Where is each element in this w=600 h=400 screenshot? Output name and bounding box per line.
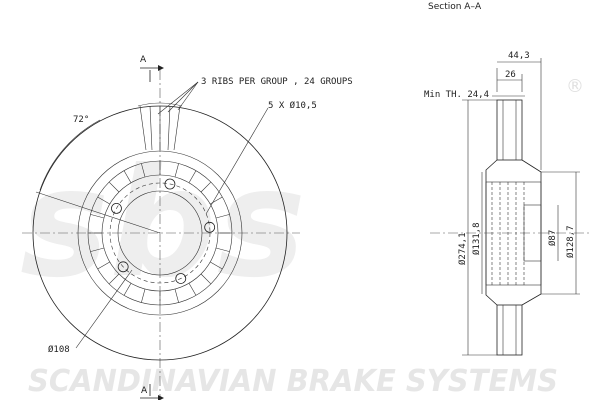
bolt-circle-label: Ø108 <box>48 344 70 355</box>
bolt-hole <box>204 221 216 233</box>
hat-rib <box>210 261 223 270</box>
hat-rib <box>215 214 230 219</box>
hat-rib <box>97 196 110 205</box>
vent-ribs-cutaway <box>139 105 181 151</box>
holes-leader <box>205 107 269 215</box>
min-thickness: Min TH. 24,4 <box>424 90 489 100</box>
hat-rib <box>215 247 230 252</box>
hat-rib <box>174 288 179 303</box>
bolt-hole <box>111 203 122 214</box>
angle-label: 72° <box>73 115 89 125</box>
bolt-circle <box>109 182 211 284</box>
outer-diameter: Ø274,1 <box>457 232 468 265</box>
angle-arc <box>39 119 101 191</box>
hat-rib <box>200 181 212 193</box>
section-arrowhead-top <box>158 65 164 71</box>
hat-rib <box>141 288 146 303</box>
friction-ring-upper <box>496 99 523 161</box>
ribs-note: 3 RIBS PER GROUP , 24 GROUPS <box>201 77 353 87</box>
front-view: A A 72° 3 RIBS PER GROUP , 24 GROUPS 5 X… <box>22 55 353 400</box>
hub-bore-diameter: Ø131,8 <box>471 222 482 255</box>
hat-rib <box>188 170 197 183</box>
hat-rib <box>141 163 146 178</box>
hat-rib <box>123 283 132 296</box>
ribs-leader-1 <box>177 81 199 111</box>
ribs-leader-2 <box>167 81 199 113</box>
holes-note: 5 X Ø10,5 <box>268 100 317 111</box>
hat-rib <box>174 163 179 178</box>
section-arrowhead-bottom <box>158 395 164 400</box>
bolt-circle-leader <box>75 269 133 349</box>
section-marker-top: A <box>140 55 147 65</box>
hat-hidden-lines <box>491 182 525 285</box>
hat-rib <box>200 273 212 285</box>
hat-rib <box>97 261 110 270</box>
hat-rib <box>188 283 197 296</box>
section-title: Section A–A <box>428 2 482 12</box>
angle-leg-1 <box>35 191 161 234</box>
registered-mark: ® <box>566 76 584 97</box>
bolt-hole <box>164 178 176 190</box>
hat-rib <box>123 170 132 183</box>
bolt-holes <box>111 178 216 284</box>
hat-rib <box>108 273 120 285</box>
hat-diameter: Ø128,7 <box>565 225 576 258</box>
section-view: Section A–A 44,3 26 Min TH. 24,4 Ø274 <box>424 2 590 356</box>
hat-rib <box>108 181 120 193</box>
watermark-logo: sbs <box>20 137 306 311</box>
hat-rib <box>90 214 105 219</box>
friction-ring-lower <box>496 304 523 356</box>
hat-body <box>485 181 542 286</box>
center-bore <box>117 190 203 276</box>
disc-inner-edge <box>77 150 243 316</box>
bolt-hole <box>117 261 129 273</box>
disc-thickness: 26 <box>505 70 516 80</box>
vent-rib-arc <box>137 102 183 107</box>
overall-thickness: 44,3 <box>508 51 530 61</box>
ribs-leader-3 <box>157 81 199 115</box>
watermark: sbs ® SCANDINAVIAN BRAKE SYSTEMS <box>20 76 584 399</box>
section-marker-bottom: A <box>141 386 148 396</box>
watermark-brand-line: SCANDINAVIAN BRAKE SYSTEMS <box>28 364 558 399</box>
center-bore-diameter: Ø87 <box>547 230 558 246</box>
hat-rib <box>90 247 105 252</box>
bolt-hole <box>175 273 187 284</box>
